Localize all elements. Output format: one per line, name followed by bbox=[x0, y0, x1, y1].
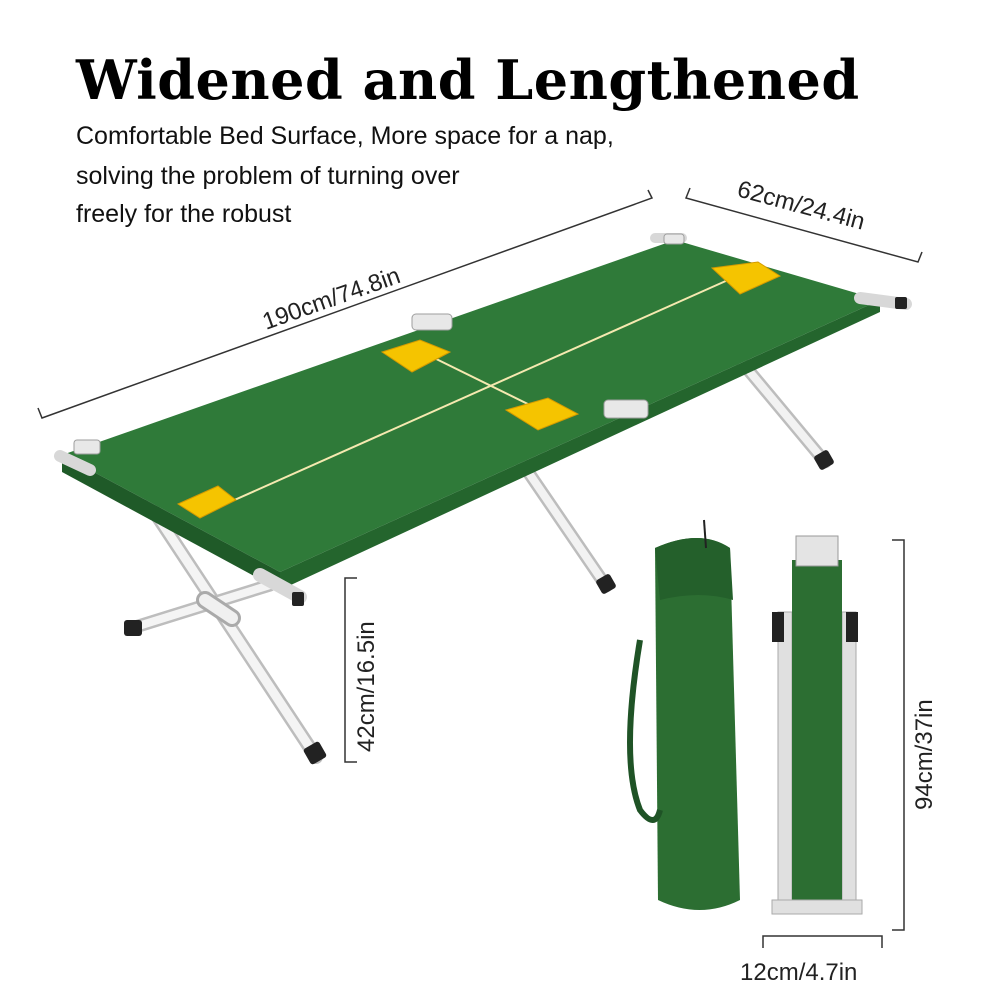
description-line-2: solving the problem of turning over bbox=[76, 162, 460, 190]
dimension-lines bbox=[37, 187, 923, 948]
folded-cot bbox=[771, 535, 863, 915]
height-label: 42cm/16.5in bbox=[353, 621, 380, 752]
width-label: 62cm/24.4in bbox=[734, 176, 867, 236]
width-arrow bbox=[380, 339, 580, 431]
cot-rail-cap bbox=[292, 592, 304, 606]
cot-frame-back bbox=[513, 353, 832, 593]
cot-foot bbox=[303, 741, 327, 765]
folded-width-label: 12cm/4.7in bbox=[740, 959, 857, 986]
cot-frame-front bbox=[125, 498, 323, 764]
cot-foot bbox=[596, 574, 616, 594]
folded-height-label: 94cm/37in bbox=[911, 699, 938, 810]
carry-bag bbox=[627, 519, 740, 910]
cot-fabric-edge bbox=[62, 455, 280, 590]
page-title: Widened and Lengthened bbox=[76, 48, 860, 112]
cot-foot bbox=[124, 620, 142, 636]
cot-fabric bbox=[62, 240, 880, 572]
length-label: 190cm/74.8in bbox=[259, 262, 404, 336]
length-arrow bbox=[176, 261, 782, 519]
description-line-1: Comfortable Bed Surface, More space for … bbox=[76, 122, 614, 150]
cot-rail-cap bbox=[895, 297, 907, 309]
cot-fabric-edge bbox=[280, 300, 880, 590]
description-line-3: freely for the robust bbox=[76, 200, 292, 228]
cot-clips bbox=[73, 233, 685, 455]
cot-foot bbox=[814, 450, 834, 470]
